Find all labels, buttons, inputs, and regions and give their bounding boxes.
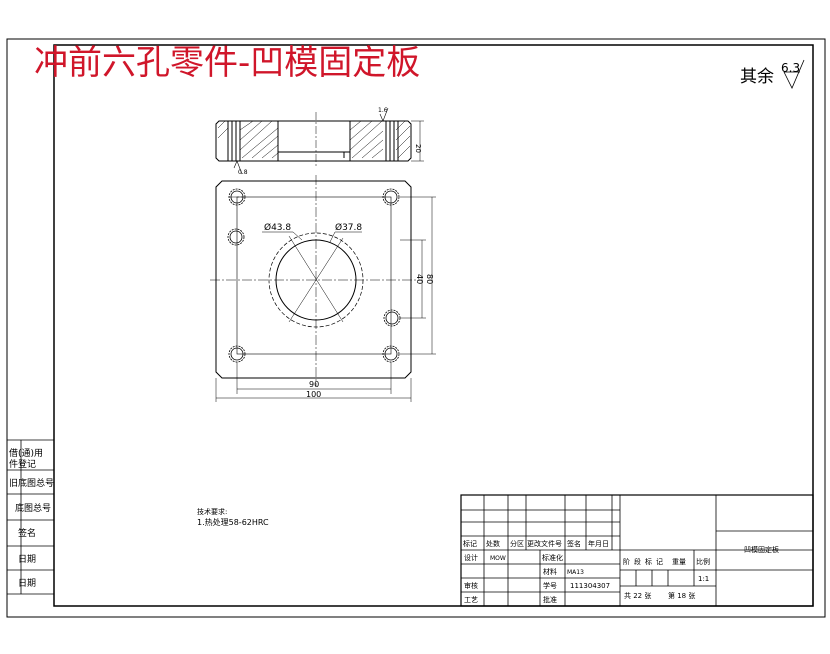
section-view <box>215 112 424 168</box>
notes-line1: 1.热处理58-62HRC <box>197 517 269 527</box>
side-row4: 签名 <box>18 527 36 539</box>
tb-material-label: 材料 <box>543 567 557 576</box>
tb-designer: MOW <box>490 555 506 562</box>
inner-frame <box>53 44 814 607</box>
tb-approve: 批准 <box>543 595 557 604</box>
tb-student-label: 学号 <box>543 581 557 590</box>
section-roughness-bottom: 0.8 <box>233 160 248 176</box>
tb-hdr-date: 年月日 <box>588 539 609 548</box>
tb-sheet-no: 第 18 张 <box>668 591 695 600</box>
tb-std: 标准化 <box>542 553 563 562</box>
side-row1: 借(通)用 <box>9 447 43 459</box>
roughness-symbol: 其余 6.3 <box>740 59 805 89</box>
svg-text:其余: 其余 <box>740 67 774 87</box>
tb-check: 审核 <box>464 581 478 590</box>
outer-frame <box>6 38 826 618</box>
tb-drawing-name: 凹模固定板 <box>744 545 779 554</box>
plan-view <box>210 175 436 402</box>
tb-material: MA13 <box>567 569 584 576</box>
side-row1b: 件登记 <box>9 458 36 470</box>
tb-weight: 重量 <box>672 558 686 566</box>
section-roughness-top: 1.6 <box>378 107 389 122</box>
tb-stage-mark: 阶段标记 <box>623 557 667 566</box>
tb-hdr-qty: 处数 <box>486 539 500 548</box>
tb-scale: 1:1 <box>698 575 709 583</box>
dim-40: 40 <box>415 274 424 284</box>
tb-scale-label: 比例 <box>696 557 710 566</box>
dim-dia-outer: Ø43.8 <box>264 222 291 233</box>
side-row3: 底图总号 <box>15 502 51 514</box>
tb-hdr-zone: 分区 <box>510 539 524 548</box>
tb-hdr-mark: 标记 <box>463 539 477 548</box>
tb-student-no: 111304307 <box>570 582 610 590</box>
drawing-title: 冲前六孔零件-凹模固定板 <box>34 43 420 83</box>
tb-sheets-total: 共 22 张 <box>624 591 651 600</box>
side-block <box>7 439 54 595</box>
tb-design: 设计 <box>464 553 478 562</box>
dim-80: 80 <box>425 274 434 284</box>
title-block <box>460 494 814 607</box>
side-row6: 日期 <box>18 578 36 589</box>
svg-text:0.8: 0.8 <box>238 169 248 176</box>
tb-hdr-docno: 更改文件号 <box>527 539 562 548</box>
tb-hdr-sign: 签名 <box>567 539 581 548</box>
tb-process: 工艺 <box>464 596 478 604</box>
svg-text:1.6: 1.6 <box>378 107 388 114</box>
side-row5: 日期 <box>18 554 36 565</box>
dim-dia-inner: Ø37.8 <box>335 222 362 233</box>
notes-heading: 技术要求: <box>197 507 227 516</box>
dim-100: 100 <box>306 390 321 399</box>
dim-height-20: 20 <box>414 144 422 153</box>
svg-text:6.3: 6.3 <box>781 61 800 75</box>
side-row2: 旧底图总号 <box>9 477 54 489</box>
dim-90: 90 <box>309 380 319 389</box>
